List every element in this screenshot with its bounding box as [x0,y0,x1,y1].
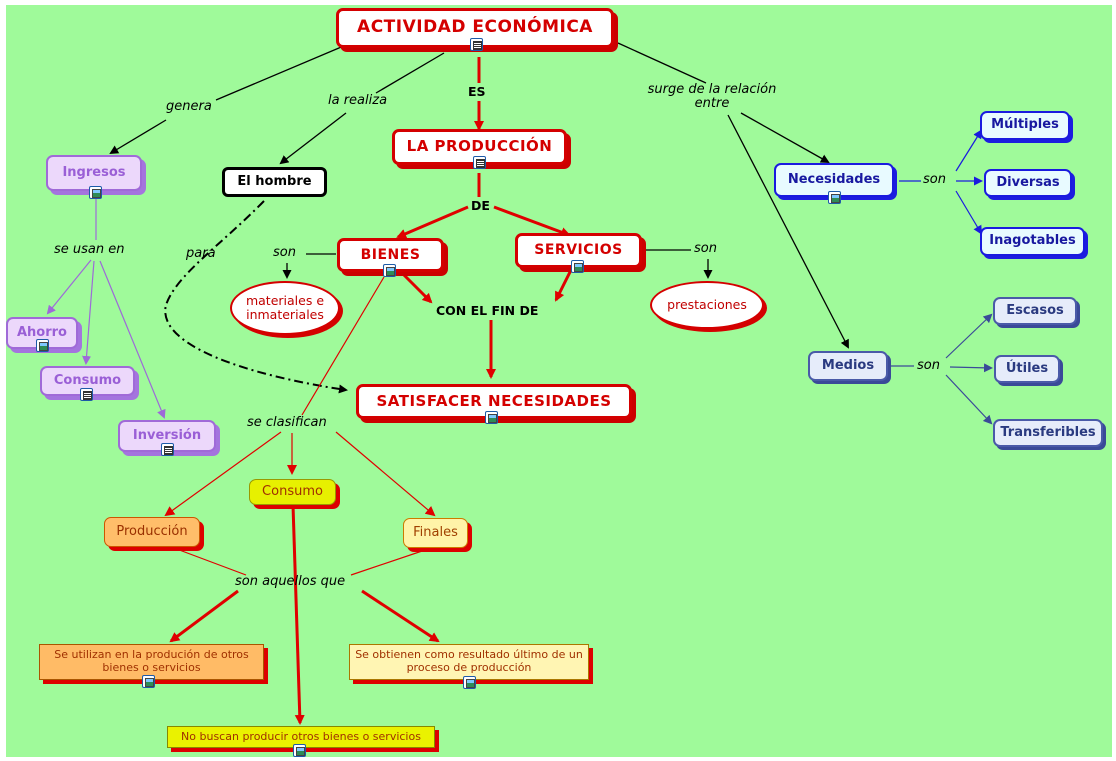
link-aquellos-descfin [361,589,440,643]
image-resource-icon[interactable] [89,186,102,199]
link-de-bienes [396,205,469,239]
link-son-transferibles [945,374,993,425]
image-resource-icon[interactable] [36,339,49,352]
link-de-servicios [493,205,571,237]
document-resource-icon[interactable] [473,156,486,169]
image-resource-icon[interactable] [463,676,476,689]
node-materiales-inmateriales[interactable]: materiales e inmateriales [230,281,340,335]
node-el-hombre[interactable]: El hombre [222,167,327,197]
link-surge-medios [727,114,849,349]
link-realiza-hombre [279,112,347,165]
node-escasos[interactable]: Escasos [993,297,1077,325]
link-consumo-desc [291,504,305,725]
node-produccion-clasificacion[interactable]: Producción [104,517,200,547]
link-son-escasos [945,313,993,359]
link-actividad-surge [617,42,707,84]
label-se-usan-en: se usan en [54,242,125,257]
node-prestaciones[interactable]: prestaciones [650,281,764,329]
link-actividad-realiza [375,52,445,94]
label-son-servicios: son [694,241,717,256]
link-bienes-fin [402,273,433,304]
node-inagotables[interactable]: Inagotables [980,227,1085,256]
link-bienes-clasifican [301,276,385,416]
link-clasifican-produccion [164,431,282,517]
link-usan-inversion [99,260,166,419]
label-de: DE [471,198,490,213]
label-genera: genera [166,99,212,114]
label-para: para [186,246,216,261]
link-aquellos-descprod [169,589,239,643]
image-resource-icon[interactable] [293,744,306,757]
link-clasifican-finales [335,431,436,517]
node-finales[interactable]: Finales [403,518,468,548]
node-transferibles[interactable]: Transferibles [993,419,1103,447]
document-resource-icon[interactable] [161,443,174,456]
concept-map-canvas: genera la realiza ES surge de la relació… [6,5,1112,757]
link-genera-ingresos [109,119,167,155]
node-necesidades[interactable]: Necesidades [774,163,894,197]
link-son-multiples [955,129,983,172]
image-resource-icon[interactable] [571,260,584,273]
label-con-el-fin-de: CON EL FIN DE [436,303,539,318]
link-son-inagotables [955,190,983,235]
label-son-bienes: son [273,245,296,260]
link-usan-ahorro [46,259,92,315]
node-medios[interactable]: Medios [808,351,888,381]
label-son-aquellos-que: son aquellos que [235,574,346,589]
label-se-clasifican: se clasifican [247,415,327,430]
image-resource-icon[interactable] [485,411,498,424]
link-hombre-satisfacer [164,200,348,394]
node-consumo-clasificacion[interactable]: Consumo [249,479,336,505]
label-son-necesidades: son [923,172,946,187]
label-surge: surge de la relación entre [647,82,777,112]
link-surge-necesidades [740,112,830,163]
document-resource-icon[interactable] [470,38,483,51]
image-resource-icon[interactable] [142,675,155,688]
link-servicios-fin [554,269,573,302]
node-desc-finales[interactable]: Se obtienen como resultado último de un … [349,644,589,680]
label-son-medios: son [917,358,940,373]
link-produccion-aquellos [165,544,247,576]
image-resource-icon[interactable] [383,264,396,277]
concept-map-links [46,42,993,725]
link-usan-consumo [82,260,95,365]
link-finales-aquellos [350,546,435,576]
link-actividad-genera [215,44,347,101]
node-satisfacer-necesidades[interactable]: SATISFACER NECESIDADES [356,384,632,419]
image-resource-icon[interactable] [828,191,841,204]
node-utiles[interactable]: Útiles [994,355,1060,383]
node-diversas[interactable]: Diversas [984,169,1072,197]
label-la-realiza: la realiza [328,93,388,108]
node-multiples[interactable]: Múltiples [980,111,1070,140]
link-son-utiles [949,363,993,373]
document-resource-icon[interactable] [80,388,93,401]
label-es: ES [468,84,486,99]
